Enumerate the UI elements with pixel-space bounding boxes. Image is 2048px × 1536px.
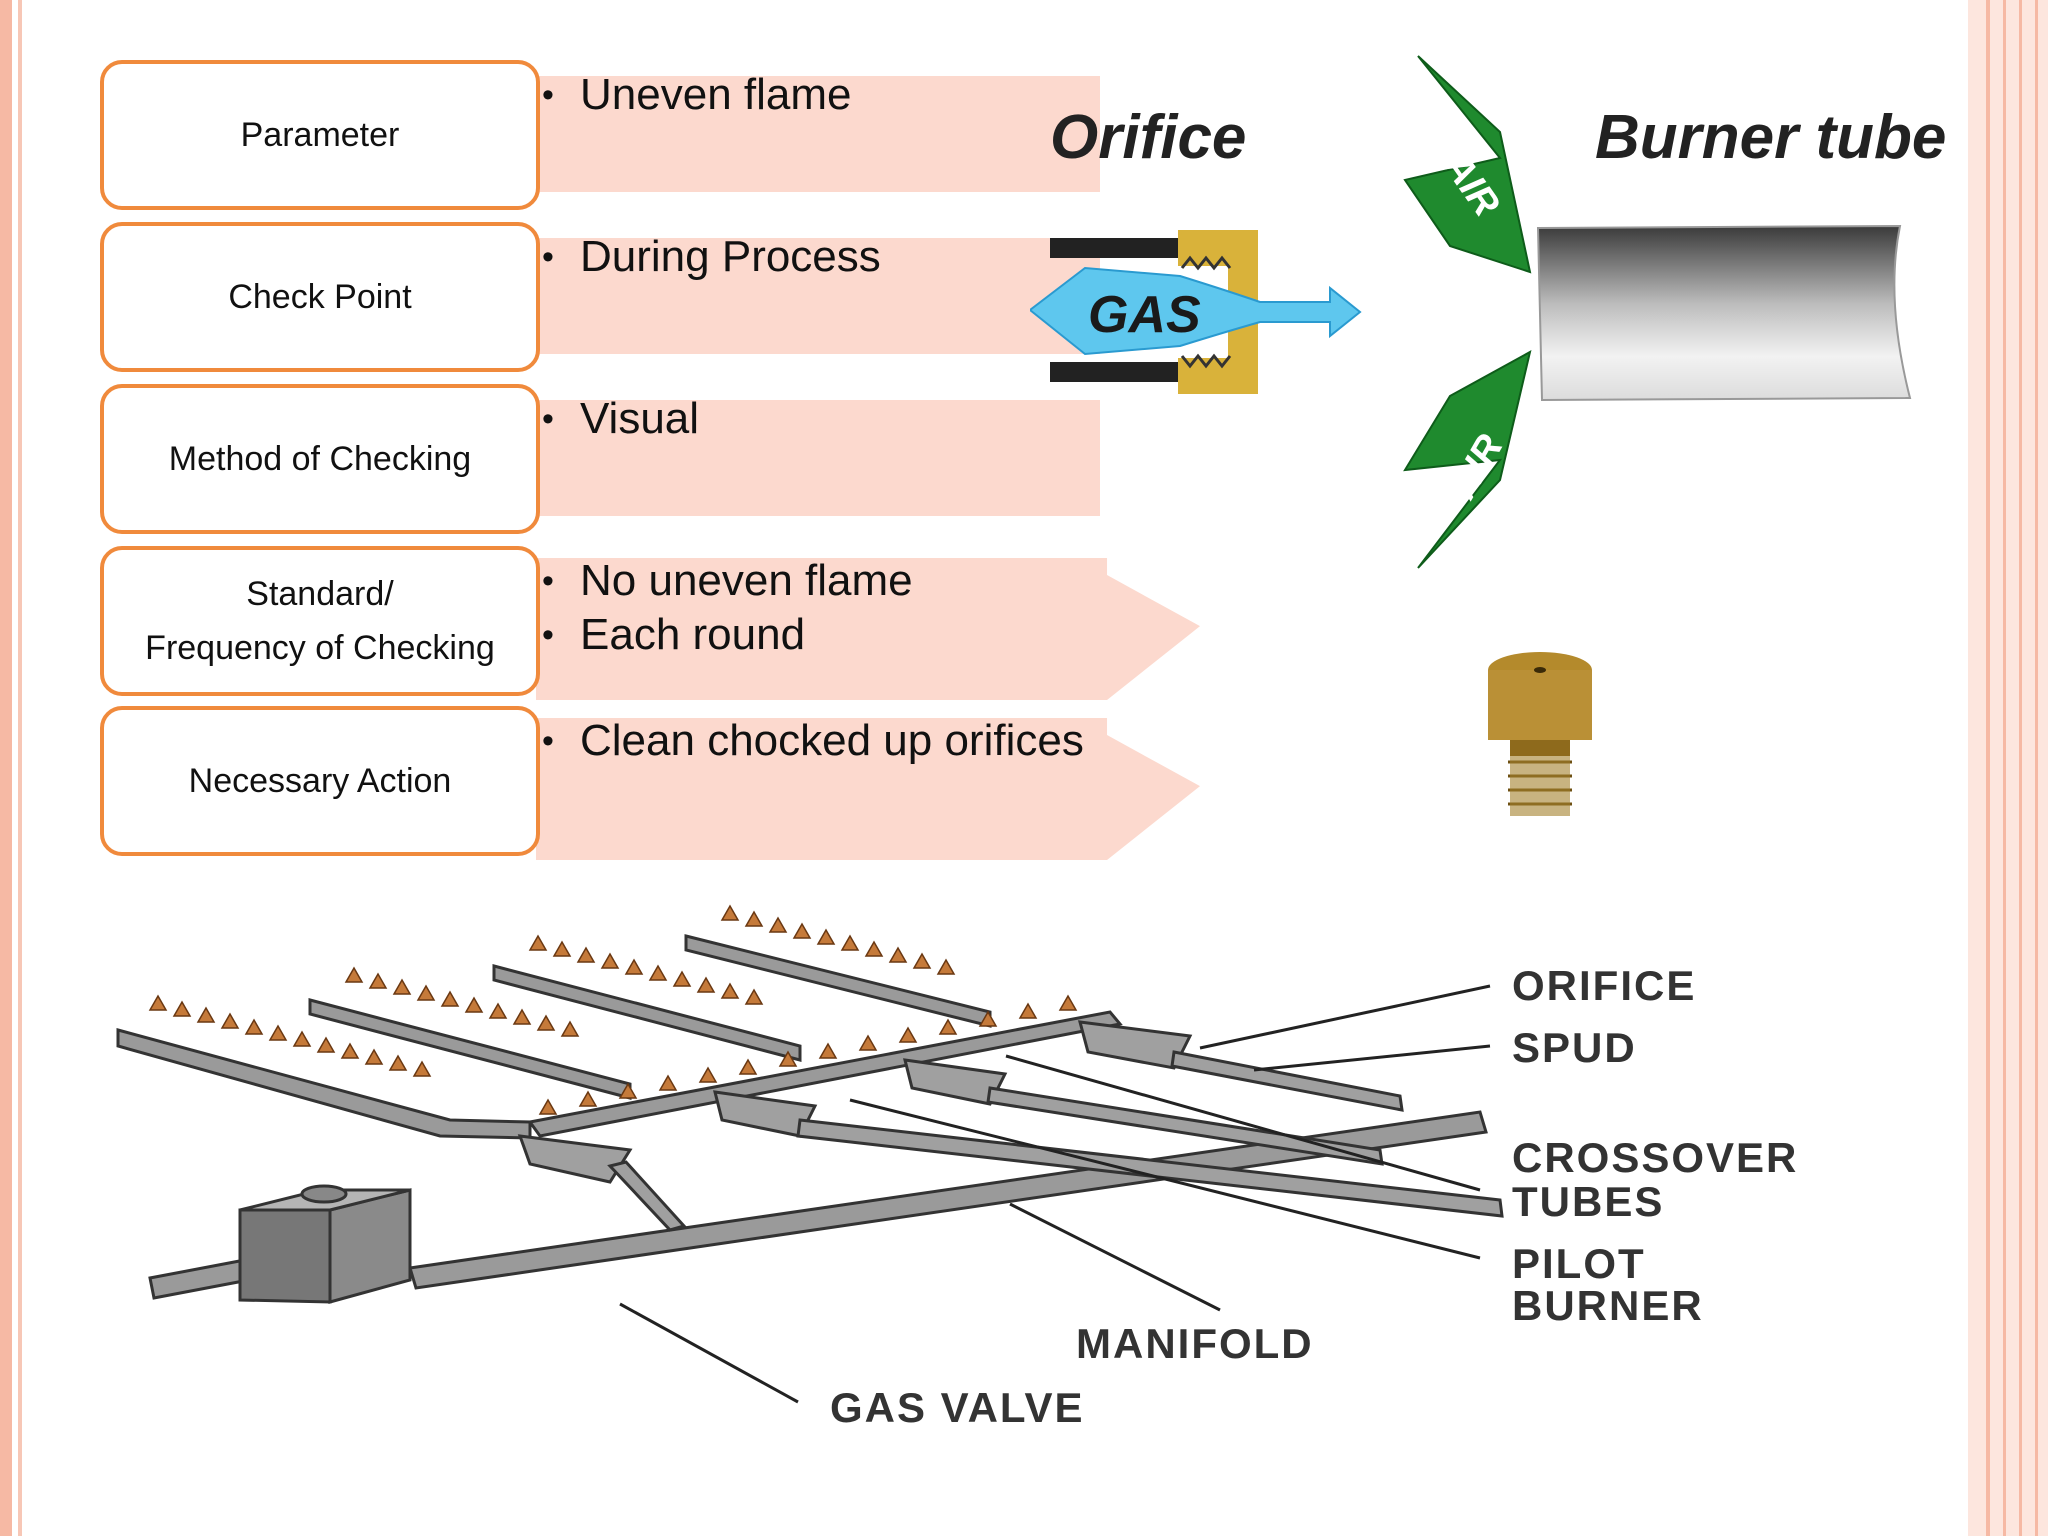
right-border-stripe [2035, 0, 2038, 1536]
right-border-stripe [2019, 0, 2022, 1536]
value-list: Uneven flame [536, 68, 851, 122]
value-item: Uneven flame [536, 68, 851, 122]
row-parameter: Parameter Uneven flame [100, 60, 1200, 210]
value-list: Visual [536, 392, 699, 446]
label-tubes: TUBES [1512, 1178, 1664, 1225]
label-crossover: CROSSOVER [1512, 1134, 1798, 1181]
right-border-stripe [1986, 0, 1990, 1536]
row-label-line: Frequency of Checking [145, 629, 495, 667]
label-box-method: Method of Checking [100, 384, 540, 534]
label-burner: BURNER [1512, 1282, 1704, 1329]
value-list: Clean chocked up orifices [536, 714, 1084, 768]
orifice-title: Orifice [1050, 103, 1246, 172]
label-spud: SPUD [1512, 1024, 1637, 1071]
value-item: Visual [536, 392, 699, 446]
valve-knob [300, 1184, 348, 1204]
gas-valve-body [238, 1208, 332, 1304]
right-border-stripe [2003, 0, 2006, 1536]
crossover-tube [527, 1010, 1123, 1138]
value-item: Each round [536, 608, 913, 662]
value-item: Clean chocked up orifices [536, 714, 1084, 768]
burner-bar [308, 998, 632, 1100]
label-box-standard: Standard/ Frequency of Checking [100, 546, 540, 696]
label-pilot: PILOT [1512, 1240, 1646, 1287]
value-item: No uneven flame [536, 554, 913, 608]
air-arrow-bottom [1403, 350, 1532, 569]
value-list: During Process [536, 230, 881, 284]
value-list: No uneven flame Each round [536, 554, 913, 662]
left-border-stripe [0, 0, 12, 1536]
burner-tube [1536, 224, 1912, 402]
row-standard-frequency: Standard/ Frequency of Checking No uneve… [100, 546, 1200, 700]
label-box-check-point: Check Point [100, 222, 540, 372]
burner-bar [684, 934, 992, 1028]
row-label: Parameter [240, 116, 400, 154]
row-label: Check Point [228, 278, 412, 316]
value-item: During Process [536, 230, 881, 284]
callout-lines [619, 984, 1491, 1404]
label-gas-valve: GAS VALVE [830, 1384, 1084, 1431]
label-orifice: ORIFICE [1512, 962, 1696, 1009]
orifice-spuds [517, 1020, 1504, 1232]
burner-tube-title: Burner tube [1595, 103, 1946, 172]
row-label: Necessary Action [188, 762, 452, 800]
gas-flow-arrow [1030, 266, 1362, 356]
label-box-action: Necessary Action [100, 706, 540, 856]
right-border-band [1968, 0, 2048, 1536]
flames [148, 904, 1078, 1115]
air-arrow-top [1403, 55, 1532, 274]
left-border-stripe [18, 0, 22, 1536]
row-label: Method of Checking [168, 440, 472, 478]
row-method-of-checking: Method of Checking Visual [100, 384, 1200, 534]
row-necessary-action: Necessary Action Clean chocked up orific… [100, 706, 1200, 860]
row-label-line: Standard/ [246, 575, 394, 613]
gas-label: GAS [1088, 286, 1201, 344]
row-check-point: Check Point During Process [100, 222, 1200, 372]
burner-bar [492, 964, 802, 1062]
burner-assembly-diagram: ORIFICE SPUD CROSSOVER TUBES PILOT BURNE… [116, 904, 1798, 1431]
brass-spud-image [1488, 652, 1592, 816]
label-manifold: MANIFOLD [1076, 1320, 1314, 1367]
orifice-burner-diagram: Orifice Burner tube GAS AIR AIR [1030, 55, 1946, 569]
label-box-parameter: Parameter [100, 60, 540, 210]
